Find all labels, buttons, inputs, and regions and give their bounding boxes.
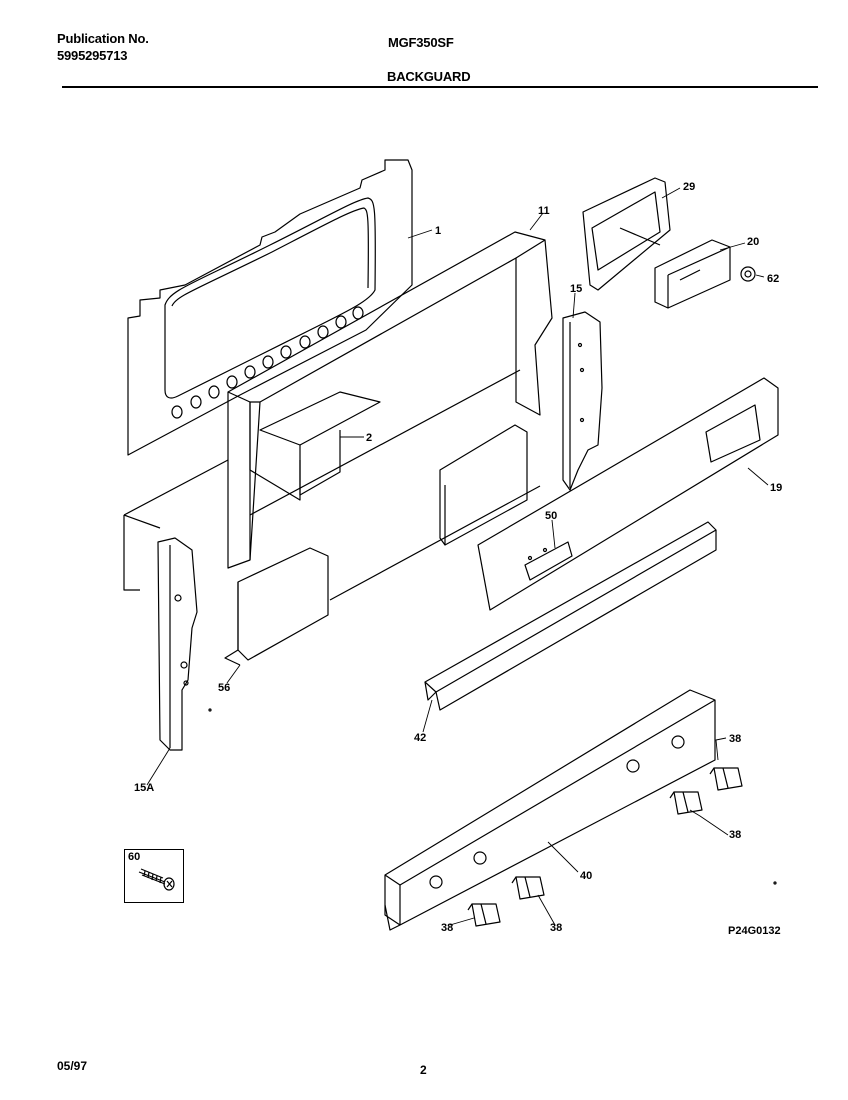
callout-20: 20: [747, 236, 759, 248]
model-number: MGF350SF: [388, 35, 454, 50]
callout-1: 1: [435, 225, 441, 237]
callout-2: 2: [366, 432, 372, 444]
part-38-knobs: [467, 767, 743, 927]
part-20-control-module: [654, 239, 731, 309]
part-40-manifold-panel: [384, 689, 716, 931]
callout-38-c: 38: [550, 922, 562, 934]
publication-label: Publication No.: [57, 31, 149, 46]
part-11-backguard-body: [123, 231, 553, 601]
part-2-bracket: [259, 391, 381, 496]
part-19-control-panel: [477, 377, 779, 611]
right-shield: [439, 424, 528, 546]
callout-60: 60: [128, 851, 141, 863]
callout-50: 50: [545, 510, 557, 522]
part-50-overlay-strip: [524, 541, 573, 581]
publication-number: 5995295713: [57, 48, 128, 63]
callout-29: 29: [683, 181, 695, 193]
part-29-display-frame: [582, 177, 671, 291]
part-15a-left-trim: [157, 537, 198, 751]
page-number: 2: [420, 1063, 427, 1077]
callout-15a: 15A: [134, 782, 154, 794]
callout-56: 56: [218, 682, 230, 694]
figure-code: P24G0132: [728, 925, 781, 937]
callout-15: 15: [570, 283, 582, 295]
callout-11: 11: [538, 205, 550, 217]
section-title: BACKGUARD: [387, 69, 471, 84]
stray-dot: [208, 708, 212, 712]
callout-38-d: 38: [441, 922, 453, 934]
part-15-right-trim: [562, 311, 603, 491]
part-60-screw-inset: 60: [124, 849, 184, 903]
callout-labels: 1 11 29 20 62 15 2 19 50 56 42 15A 38 38…: [134, 181, 782, 934]
part-42-trim-channel: [424, 521, 717, 711]
callout-38-a: 38: [729, 733, 741, 745]
part-1-rear-panel: [127, 159, 413, 456]
part-62-knob: [740, 266, 756, 282]
callout-40: 40: [580, 870, 592, 882]
part-1-holes: [171, 306, 364, 419]
callout-leaders: [146, 187, 769, 926]
screw-icon: [138, 868, 175, 891]
callout-62: 62: [767, 273, 779, 285]
callout-19: 19: [770, 482, 782, 494]
header-rule: [62, 86, 818, 88]
part-56-lower-shield: [224, 547, 329, 666]
callout-42: 42: [414, 732, 426, 744]
stray-dot: [773, 881, 777, 885]
publication-date: 05/97: [57, 1059, 88, 1073]
callout-38-b: 38: [729, 829, 741, 841]
